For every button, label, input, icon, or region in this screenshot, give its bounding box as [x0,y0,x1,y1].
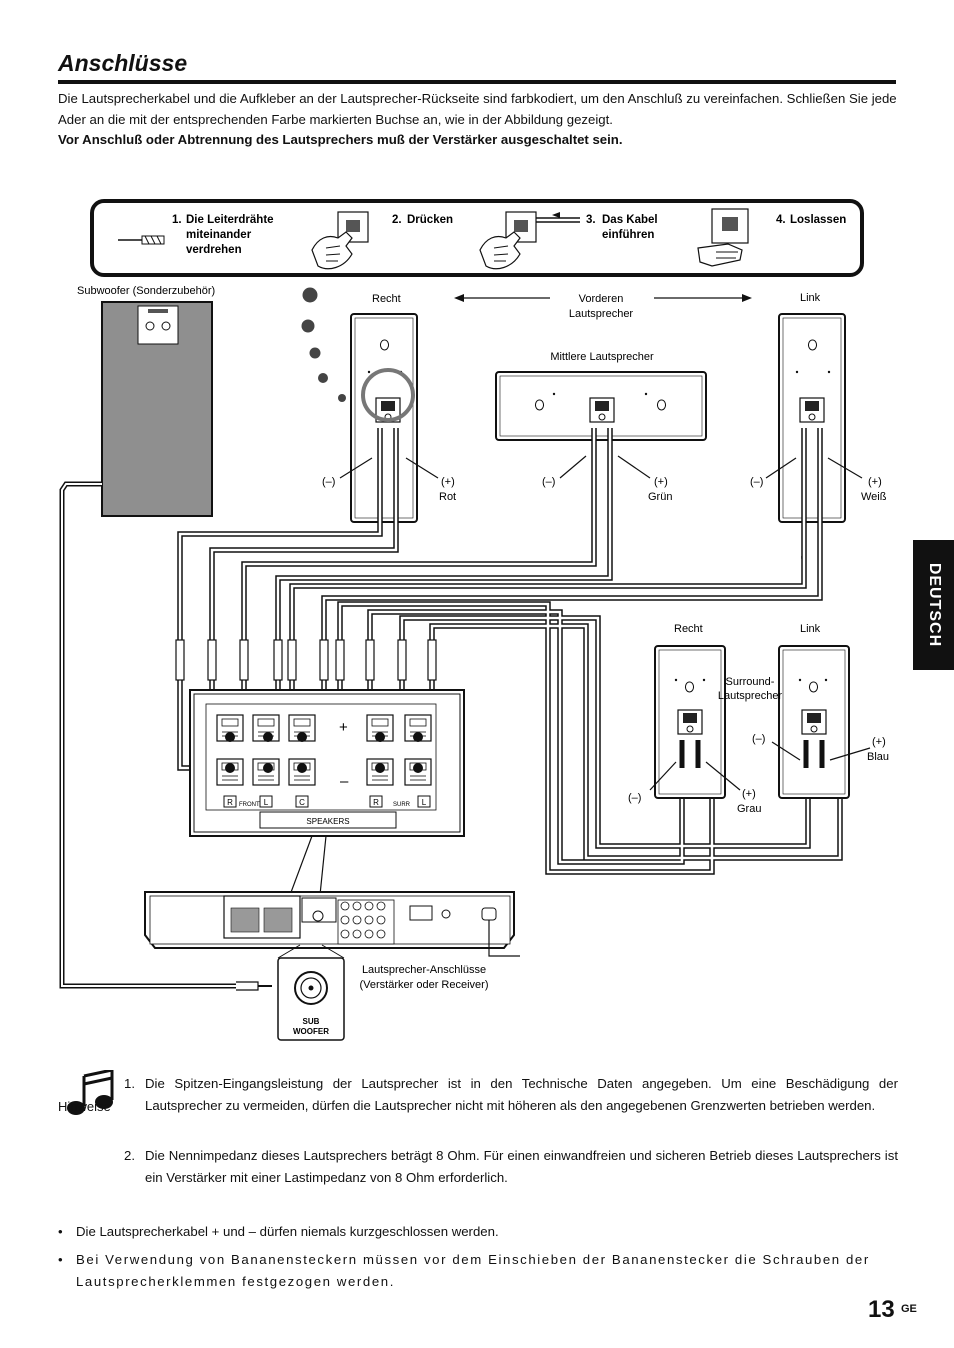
intro-paragraph: Die Lautsprecherkabel und die Aufkleber … [58,91,897,127]
bullet-item-1: • Die Lautsprecherkabel + und – dürfen n… [58,1221,898,1243]
amplifier-body [144,891,520,957]
surround-speaker-leads [679,740,825,768]
subwoofer-cabinet [101,301,213,517]
fl-color-label: Weiß [861,491,887,503]
sl-color-label: Blau [867,751,889,763]
step-2-line-1: Drücken [407,214,453,226]
zoom-connector [289,835,327,896]
surround-left-label: Link [800,623,821,635]
fr-plus-label: (+) [441,476,455,488]
surround-label-2: Lautsprecher [718,690,783,702]
polarity-arrows [339,455,863,479]
page-number: 13 [868,1296,895,1323]
sub-jack-label-1: SUB [303,1017,320,1026]
sub-jack-label-2: WOOFER [293,1027,329,1036]
surr-mark: SURR [393,802,411,808]
step-1-line-1: Die Leiterdrähte [186,214,274,226]
fl-minus-label: (–) [750,476,763,488]
c-plus-label: (+) [654,476,668,488]
front-l-mark: L [264,798,269,807]
front-left-speaker [778,313,846,523]
bullet-dot-1: • [58,1224,63,1239]
surround-right-label: Recht [674,623,703,635]
twisted-wire-icon [118,235,165,245]
step-1-line-3: verdrehen [186,244,242,256]
front-r-mark: R [227,798,233,807]
subwoofer-jack-zoom: SUB WOOFER [277,944,345,1041]
bullet-text-1: Die Lautsprecherkabel + und – dürfen nie… [76,1224,499,1239]
front-arrow [454,294,752,302]
front-right-label: Recht [372,293,401,305]
step-2-num: 2. [392,214,402,226]
sr-minus-label: (–) [628,792,641,804]
language-tab: DEUTSCH [913,540,954,670]
terminal-minus-mark: – [340,773,349,790]
speakers-mark: SPEAKERS [306,817,349,826]
front-right-speaker [350,313,418,523]
step-3-line-1: Das Kabel [602,214,658,226]
page-language-code: GE [901,1303,917,1315]
music-note-icon [67,1070,114,1115]
connection-diagram: 1. Die Leiterdrähte miteinander verdrehe… [59,199,889,1041]
title-rule [58,80,896,84]
step-4-num: 4. [776,214,786,226]
front-mark: FRONT [239,802,260,808]
note-text-2: Die Nennimpedanz dieses Lautsprechers be… [145,1148,898,1185]
sl-minus-label: (–) [752,733,765,745]
step-1-line-2: miteinander [186,229,252,241]
surround-polarity-arrows [649,741,871,791]
note-number-1: 1. [124,1076,135,1091]
amp-terminals-label-1: Lautsprecher-Anschlüsse [362,964,486,976]
note-number-2: 2. [124,1148,135,1163]
surround-right-speaker [654,645,726,799]
step-4-line-1: Loslassen [790,214,846,226]
amp-terminals-label-2: (Verstärker oder Receiver) [360,979,489,991]
bullet-item-2: • Bei Verwendung von Bananensteckern müs… [58,1249,898,1293]
warning-text: Vor Anschluß oder Abtrennung des Lautspr… [58,132,623,147]
page-title: Anschlüsse [58,50,188,76]
c-minus-label: (–) [542,476,555,488]
terminal-release-icon [697,208,749,267]
front-speakers-label-1: Vorderen [579,293,624,305]
surround-left-speaker [778,645,850,799]
fl-plus-label: (+) [868,476,882,488]
center-speaker [495,371,707,441]
amp-terminal-panel: + – R FRONT L C R SURR L SPEAKERS [189,689,465,837]
step-1-num: 1. [172,214,182,226]
terminal-plus-mark: + [339,719,348,736]
zoom-indicator-dots [301,287,346,402]
center-speaker-label: Mittlere Lautsprecher [550,351,654,363]
front-left-label: Link [800,292,821,304]
front-speakers-label-2: Lautsprecher [569,308,634,320]
fr-color-label: Rot [439,491,456,503]
note-item-2: 2. Die Nennimpedanz dieses Lautsprechers… [124,1145,898,1189]
subwoofer-cable [59,481,272,991]
notes-label: Hinweise [58,1099,111,1114]
step-3-num: 3. [586,214,596,226]
bullet-dot-2: • [58,1252,63,1267]
wire-plugs [175,639,437,681]
bullet-text-2: Bei Verwendung von Bananensteckern müsse… [76,1252,870,1289]
terminal-press-icon [311,211,369,270]
fr-minus-label: (–) [322,476,335,488]
surr-l-mark: L [422,798,427,807]
sl-plus-label: (+) [872,736,886,748]
steps-panel: 1. Die Leiterdrähte miteinander verdrehe… [90,199,864,277]
note-text-1: Die Spitzen-Eingangsleistung der Lautspr… [145,1076,898,1113]
center-c-mark: C [299,798,305,807]
surround-label-1: Surround- [726,676,775,688]
cable-insert-icon [479,211,580,270]
sr-plus-label: (+) [742,788,756,800]
sr-color-label: Grau [737,803,761,815]
surr-r-mark: R [373,798,379,807]
subwoofer-label: Subwoofer (Sonderzubehör) [77,285,215,297]
note-item-1: 1. Die Spitzen-Eingangsleistung der Laut… [124,1073,898,1117]
step-3-line-2: einführen [602,229,654,241]
c-color-label: Grün [648,491,672,503]
